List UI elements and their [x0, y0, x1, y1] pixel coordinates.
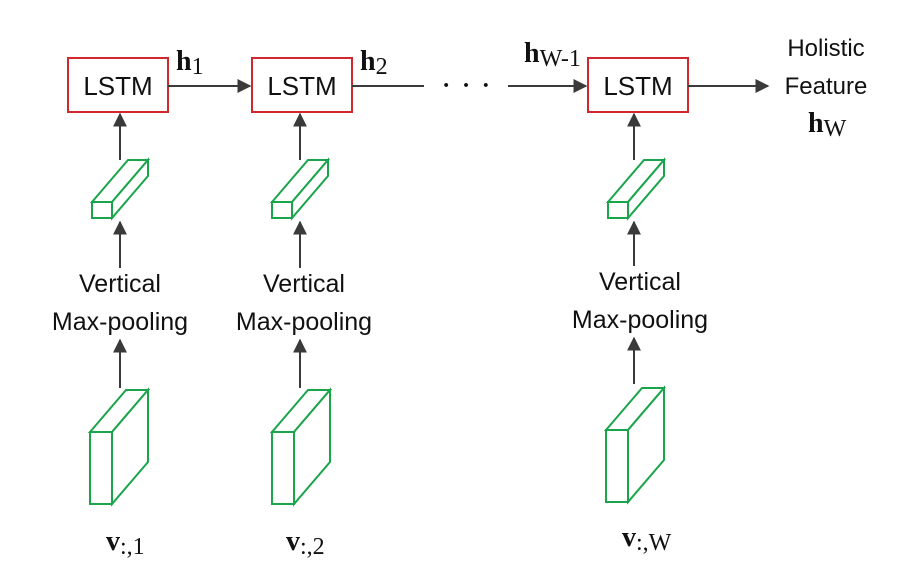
input-label-3-sub: :,W	[636, 530, 672, 556]
hidden-state-w-1: hW-1	[524, 38, 581, 72]
input-label-2: v:,2	[286, 526, 325, 560]
input-label-2-main: v	[286, 526, 300, 557]
hidden-state-1-sub: 1	[192, 54, 204, 80]
hidden-state-2-sub: 2	[376, 54, 388, 80]
hidden-state-w-1-main: h	[524, 38, 540, 69]
output-line1: Holistic	[787, 35, 864, 62]
lstm-cell-3-label: LSTM	[603, 71, 672, 101]
hidden-state-w-1-sub: W-1	[540, 46, 581, 72]
hidden-state-2-main: h	[360, 46, 376, 77]
input-feature-1	[87, 387, 151, 507]
input-label-3: v:,W	[622, 522, 672, 556]
hidden-state-2: h2	[360, 46, 388, 80]
pool-label-3-line1: Vertical	[599, 268, 681, 296]
hidden-state-1: h1	[176, 46, 204, 80]
lstm-cell-1	[67, 57, 169, 113]
pool-label-2-line1: Vertical	[263, 270, 345, 298]
pool-label-3-line2: Max-pooling	[572, 306, 708, 334]
input-label-1-main: v	[106, 526, 120, 557]
hidden-state-1-main: h	[176, 46, 192, 77]
output-hw-sub: W	[824, 116, 847, 142]
lstm-cell-2-label: LSTM	[267, 71, 336, 101]
input-label-1: v:,1	[106, 526, 145, 560]
lstm-cell-1-label: LSTM	[83, 71, 152, 101]
column-2: LSTM Vertical Max-pooling v:,2	[236, 57, 372, 560]
pooled-feature-1	[89, 157, 151, 221]
output-hw: hW	[808, 108, 847, 142]
output-line2: Feature	[785, 73, 868, 100]
input-label-1-sub: :,1	[120, 534, 145, 560]
holistic-feature-label: Holistic Feature hW	[785, 35, 868, 142]
output-hw-main: h	[808, 108, 824, 139]
column-1: LSTM Vertical Max-pooling v:,1	[52, 57, 188, 560]
pooled-feature-3	[605, 157, 667, 221]
pool-label-1-line1: Vertical	[79, 270, 161, 298]
ellipsis: · · ·	[441, 67, 492, 104]
input-feature-3	[603, 385, 667, 505]
lstm-cell-2	[251, 57, 353, 113]
pooled-feature-2	[269, 157, 331, 221]
input-label-2-sub: :,2	[300, 534, 325, 560]
pool-label-2-line2: Max-pooling	[236, 308, 372, 336]
pool-label-1-line2: Max-pooling	[52, 308, 188, 336]
column-3: LSTM Vertical Max-pooling v:,W	[572, 57, 708, 556]
lstm-cell-3	[587, 57, 689, 113]
input-label-3-main: v	[622, 522, 636, 553]
input-feature-2	[269, 387, 333, 507]
